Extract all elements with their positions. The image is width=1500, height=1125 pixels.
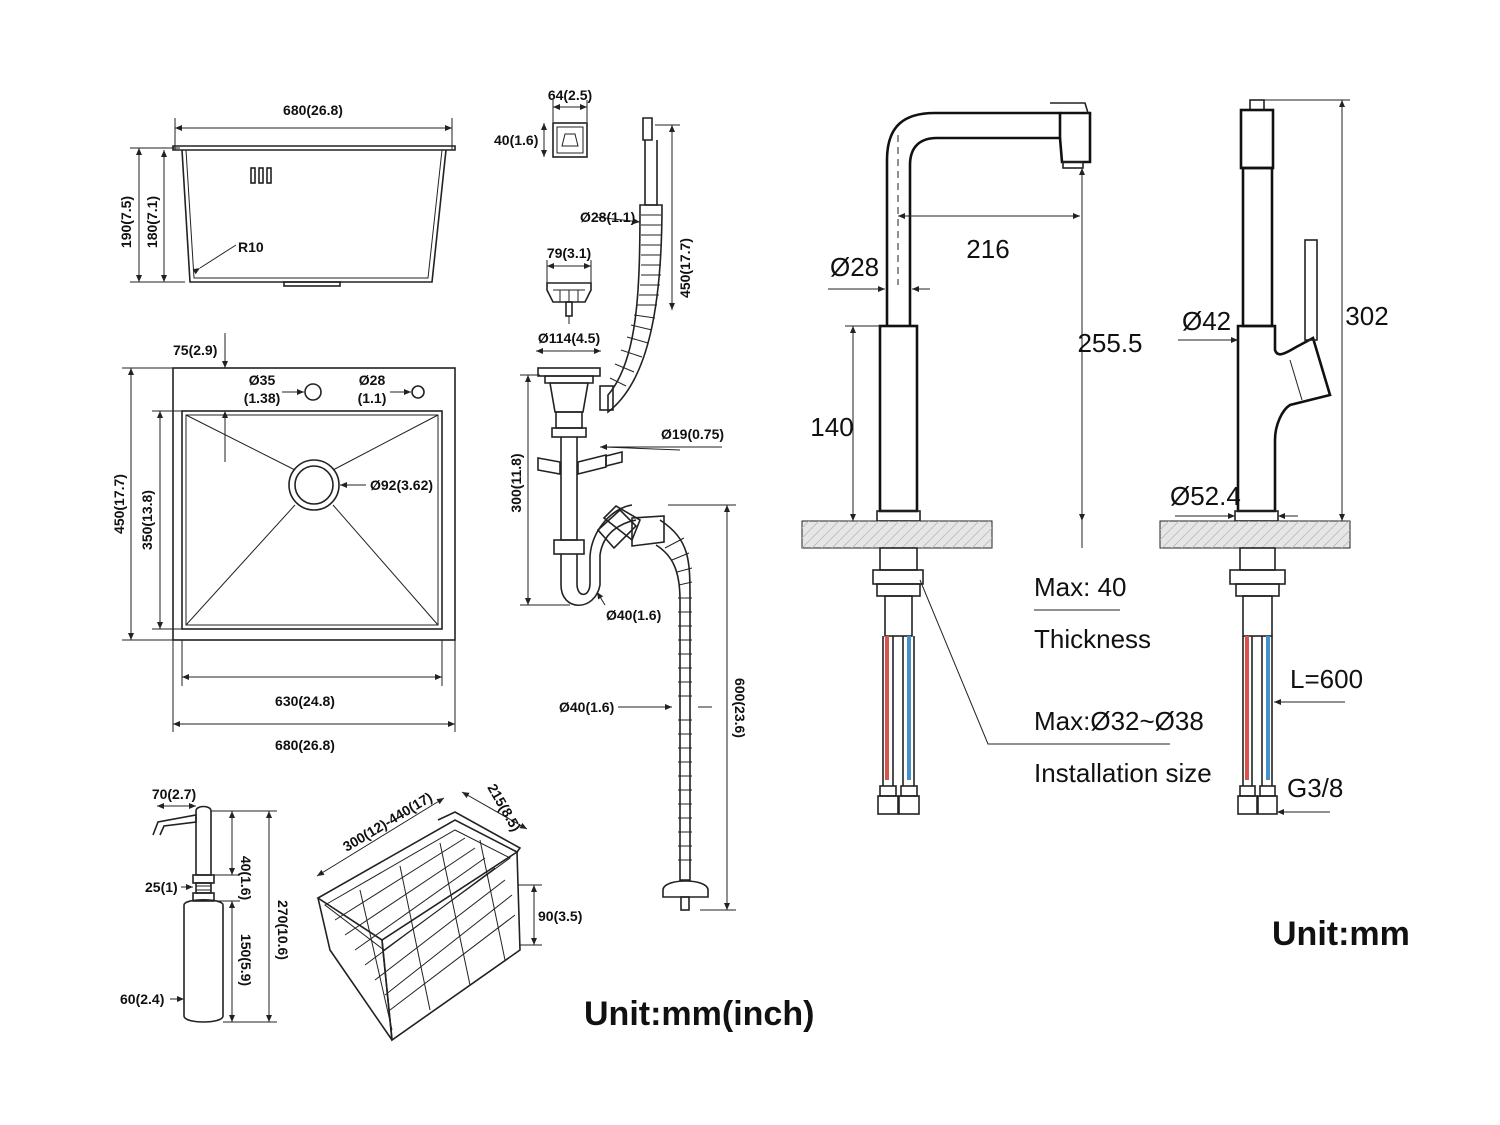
hose-dia-label: Ø28(1.1) (580, 209, 635, 225)
drain-basket: 300(12)-440(17) 215(8.5) 90(3.5) (316, 781, 582, 1042)
sink-offset-label: 75(2.9) (173, 342, 217, 358)
faucet-dia-28-label: Ø28 (830, 252, 879, 282)
cap-width-label: 64(2.5) (548, 87, 592, 103)
sink-inner-width-label: 630(24.8) (275, 693, 335, 709)
drain-assembly: 64(2.5) 40(1.6) Ø28(1.1) (494, 87, 748, 911)
hose-ribs (609, 214, 661, 387)
faucet-reach-label: 216 (966, 234, 1009, 264)
unit-mm-label: Unit:mm (1272, 915, 1410, 953)
sink-height-inner-label: 180(7.1) (144, 196, 160, 248)
unit-inch-label: Unit:mm(inch) (584, 995, 814, 1033)
thickness-label: Thickness (1034, 624, 1151, 654)
faucet-dia-42-label: Ø42 (1182, 306, 1231, 336)
faucet-height-140-label: 140 (810, 412, 853, 442)
sink-radius-label: R10 (238, 239, 264, 255)
pipe-ribs (664, 537, 693, 861)
faucet-height-255-label: 255.5 (1077, 328, 1142, 358)
basket-height-label: 90(3.5) (538, 908, 582, 924)
basket-width-label: 215(8.5) (484, 781, 524, 834)
pipe-length-label: 600(23.6) (732, 678, 748, 738)
drain-dia-label: Ø92(3.62) (370, 477, 433, 493)
faucet-side-view: 216 Ø28 255.5 140 Max: 40 Thickness Max:… (801, 102, 1212, 815)
max-install-label: Max:Ø32~Ø38 (1034, 706, 1204, 736)
sink-top-view: 75(2.9) Ø35 (1.38) Ø28 (1.1) Ø92(3.62) 4… (111, 333, 456, 753)
sink-inner-depth-label: 350(13.8) (139, 490, 155, 550)
soap-dispenser: 70(2.7) 40(1.6) 25(1) 150(5.9) 270(10.6)… (120, 786, 291, 1023)
faucet-total-height-label: 302 (1345, 301, 1388, 331)
trap-dia-label: Ø40(1.6) (606, 607, 661, 623)
pipe-dia-label: Ø40(1.6) (559, 699, 614, 715)
inlet-dia-label: Ø19(0.75) (661, 426, 724, 442)
sink-height-outer-label: 190(7.5) (118, 196, 134, 248)
basket-slats (334, 837, 516, 1031)
hole-2-dia-label: Ø28 (359, 372, 386, 388)
hole-2-inch-label: (1.1) (358, 390, 387, 406)
basket-length-label: 300(12)-440(17) (340, 789, 435, 855)
soap-bottle-height-label: 150(5.9) (238, 934, 254, 986)
soap-spout-label: 70(2.7) (152, 786, 196, 802)
thread-label: G3/8 (1287, 773, 1343, 803)
sink-outer-width-label: 680(26.8) (275, 737, 335, 753)
hose-length-600-label: L=600 (1290, 664, 1363, 694)
hole-1-inch-label: (1.38) (244, 390, 281, 406)
max-thickness-label: Max: 40 (1034, 572, 1127, 602)
strainer-dia-label: 79(3.1) (547, 245, 591, 261)
soap-neck-label: 25(1) (145, 879, 178, 895)
soap-total-height-label: 270(10.6) (275, 900, 291, 960)
soap-pump-height-label: 40(1.6) (238, 856, 254, 900)
soap-bottle-dia-label: 60(2.4) (120, 991, 164, 1007)
sink-outer-depth-label: 450(17.7) (111, 474, 127, 534)
install-size-label: Installation size (1034, 758, 1212, 788)
sink-side-view: 680(26.8) R10 190(7.5) 180(7.1) (118, 102, 456, 287)
trap-height-label: 300(11.8) (508, 453, 524, 512)
faucet-front-view: Ø42 302 Ø52.4 L=600 G3/8 (1159, 99, 1389, 815)
hose-length-label: 450(17.7) (677, 238, 693, 298)
basket-dia-label: Ø114(4.5) (538, 330, 600, 346)
faucet-base-dia-label: Ø52.4 (1170, 481, 1241, 511)
sink-top-width-label: 680(26.8) (283, 102, 343, 118)
hole-1-dia-label: Ø35 (249, 372, 276, 388)
cap-height-label: 40(1.6) (494, 132, 538, 148)
